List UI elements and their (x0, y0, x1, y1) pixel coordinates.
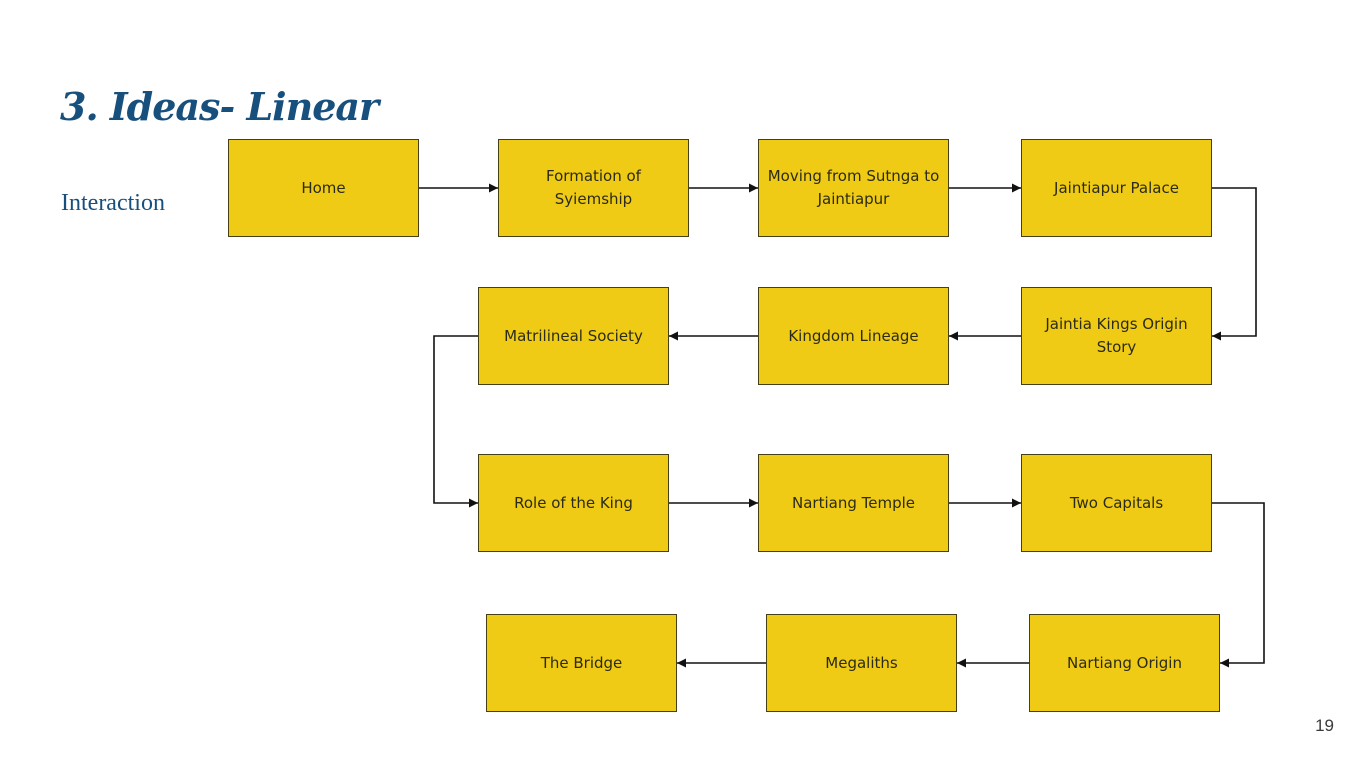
page-number: 19 (1315, 716, 1334, 735)
flow-node-temple: Nartiang Temple (758, 454, 949, 552)
flow-node-lineage: Kingdom Lineage (758, 287, 949, 385)
flow-node-role-king: Role of the King (478, 454, 669, 552)
flow-node-label: Megaliths (825, 653, 898, 672)
flow-node-megaliths: Megaliths (766, 614, 957, 712)
flow-node-home: Home (228, 139, 419, 237)
flow-node-matrilineal: Matrilineal Society (478, 287, 669, 385)
flow-node-origin-story: Jaintia Kings Origin Story (1021, 287, 1212, 385)
flow-node-nartiang-origin: Nartiang Origin (1029, 614, 1220, 712)
slide-subtitle: Interaction (61, 190, 165, 216)
flow-node-moving: Moving from Sutnga to Jaintiapur (758, 139, 949, 237)
flow-node-formation: Formation of Syiemship (498, 139, 689, 237)
flow-node-palace: Jaintiapur Palace (1021, 139, 1212, 237)
flow-node-label: Nartiang Origin (1067, 653, 1182, 672)
connector-capitals-to-nartiang-origin (1212, 502, 1265, 668)
flow-node-label: Two Capitals (1069, 493, 1164, 512)
connector-palace-to-origin-story (1212, 187, 1257, 341)
flow-node-label: Nartiang Temple (792, 493, 915, 512)
flow-node-capitals: Two Capitals (1021, 454, 1212, 552)
flow-node-label: Moving from Sutnga to Jaintiapur (767, 167, 940, 208)
slide-title: 3. Ideas- Linear (60, 84, 379, 129)
flow-node-label: Matrilineal Society (504, 326, 643, 345)
flow-node-label: Kingdom Lineage (788, 326, 919, 345)
flow-node-label: Jaintiapur Palace (1054, 178, 1179, 197)
connector-matrilineal-to-role-king (433, 335, 478, 508)
flow-node-label: Role of the King (514, 493, 633, 512)
flow-node-label: Home (301, 178, 346, 197)
flow-node-bridge: The Bridge (486, 614, 677, 712)
flow-node-label: Jaintia Kings Origin Story (1045, 315, 1188, 356)
flow-node-label: Formation of Syiemship (546, 167, 641, 208)
flow-node-label: The Bridge (540, 653, 623, 672)
